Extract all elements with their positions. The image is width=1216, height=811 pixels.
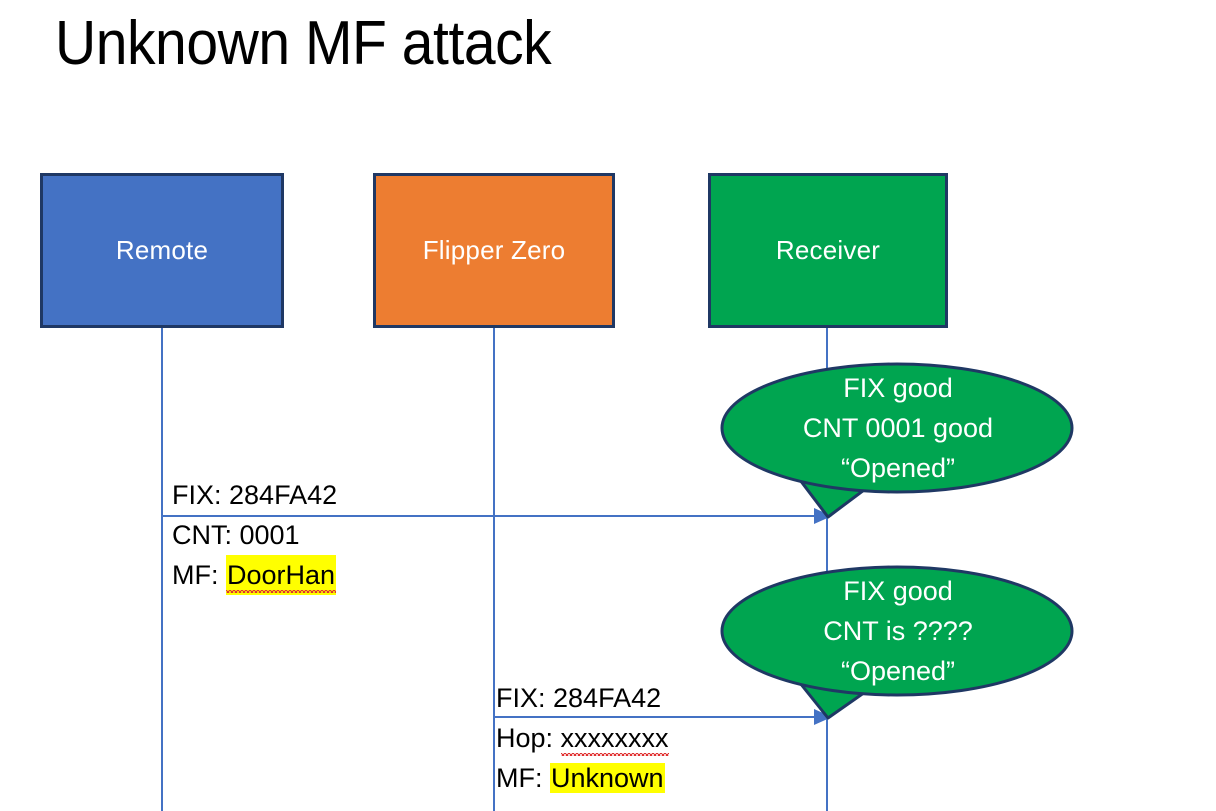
speech-bubble-1-text: FIX good CNT 0001 good “Opened” — [723, 368, 1073, 488]
message-line-value-highlighted: DoorHan — [226, 555, 337, 595]
actor-label-remote: Remote — [115, 235, 209, 265]
message-line: FIX: 284FA42 — [172, 475, 337, 515]
message-line-prefix: CNT: — [172, 520, 240, 550]
message-line-value: 0001 — [239, 520, 300, 550]
message-line-value-misspelled: xxxxxxxx — [560, 718, 669, 758]
message-label-1: FIX: 284FA42 CNT: 0001 MF: DoorHan — [172, 475, 337, 595]
message-line-value: 284FA42 — [553, 683, 662, 713]
message-line-prefix: FIX: — [496, 683, 554, 713]
bubble-line: “Opened” — [840, 453, 956, 483]
page-title: Unknown MF attack — [55, 9, 552, 78]
message-line-prefix: FIX: — [172, 480, 230, 510]
bubble-line: “Opened” — [840, 656, 956, 686]
message-line-prefix: MF: — [496, 763, 550, 793]
message-line-prefix: MF: — [172, 560, 226, 590]
actor-box-receiver[interactable]: Receiver — [708, 173, 948, 328]
bubble-line: FIX good — [843, 576, 953, 606]
bubble-line: FIX good — [843, 373, 953, 403]
bubble-line: CNT is ???? — [823, 616, 973, 646]
message-line: FIX: 284FA42 — [496, 678, 669, 718]
message-arrow-2 — [495, 709, 832, 725]
message-line: CNT: 0001 — [172, 515, 337, 555]
actor-label-flipper: Flipper Zero — [422, 235, 566, 265]
bubble-line: CNT 0001 good — [802, 413, 994, 443]
message-line-prefix: Hop: — [496, 723, 561, 753]
actor-box-flipper[interactable]: Flipper Zero — [373, 173, 615, 328]
message-line: MF: DoorHan — [172, 555, 337, 595]
message-line: MF: Unknown — [496, 758, 669, 798]
actor-label-receiver: Receiver — [775, 235, 881, 265]
actor-box-remote[interactable]: Remote — [40, 173, 284, 328]
message-line: Hop: xxxxxxxx — [496, 718, 669, 758]
message-line-value: 284FA42 — [229, 480, 338, 510]
message-line-value-highlighted: Unknown — [550, 763, 665, 793]
speech-bubble-2-text: FIX good CNT is ???? “Opened” — [723, 571, 1073, 691]
message-label-2: FIX: 284FA42 Hop: xxxxxxxx MF: Unknown — [496, 678, 669, 798]
message-arrow-1 — [163, 508, 832, 524]
speech-bubble-1 — [720, 362, 1074, 519]
speech-bubble-2 — [720, 565, 1074, 720]
